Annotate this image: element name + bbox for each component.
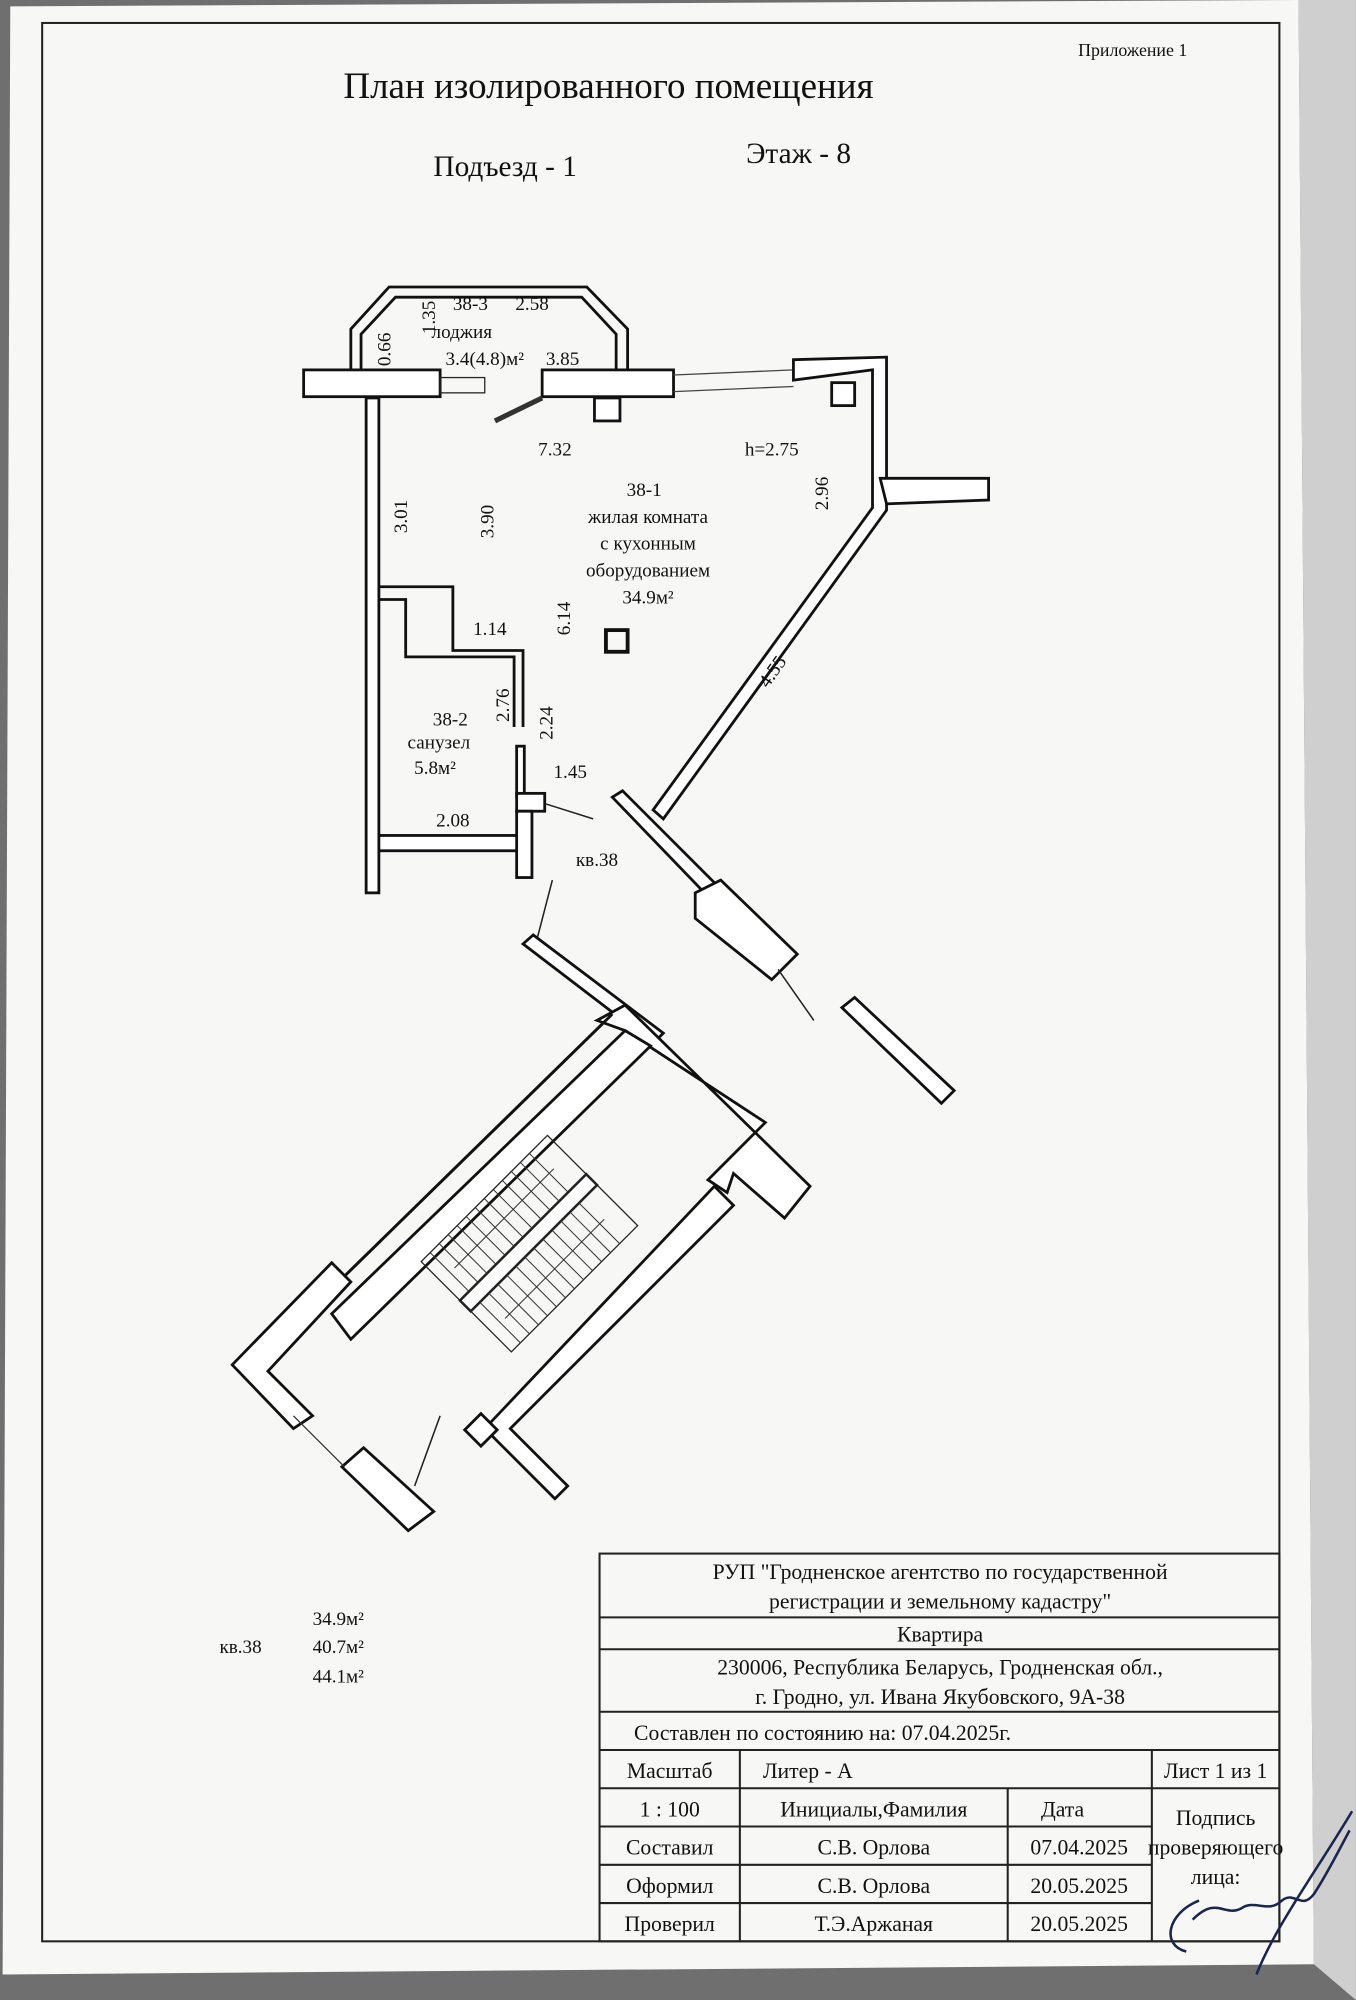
background-paper-edge: [1298, 0, 1356, 2000]
door-swing: [544, 802, 594, 820]
scale-label: Масштаб: [627, 1759, 713, 1783]
wall: [878, 476, 990, 506]
dim-label: 2.58: [515, 294, 548, 315]
dim-label: 1.35: [419, 301, 440, 334]
appendix-label: Приложение 1: [1078, 40, 1187, 60]
sign-date: 20.05.2025: [1030, 1912, 1128, 1936]
role-label: Оформил: [626, 1874, 713, 1898]
summary-apartment: кв.38: [219, 1637, 261, 1658]
dim-label: 2.96: [812, 477, 833, 510]
bathroom-id: 38-2: [433, 710, 468, 731]
bathroom-wall: [378, 585, 525, 728]
bathroom-area: 5.8м²: [414, 758, 456, 779]
document-title: План изолированного помещения: [343, 65, 873, 106]
dim-label: 7.32: [538, 439, 571, 460]
total-area: 40.7м²: [313, 1637, 365, 1658]
role-label: Проверил: [625, 1912, 715, 1936]
sign-date: 20.05.2025: [1030, 1874, 1128, 1898]
state-date: Составлен по состоянию на: 07.04.2025г.: [634, 1721, 1011, 1745]
living-id: 38-1: [627, 480, 662, 501]
dim-label: 2.08: [436, 811, 469, 832]
dim-label: 1.45: [553, 762, 586, 783]
stair-wall: [230, 1260, 353, 1431]
person-name: Т.Э.Аржаная: [815, 1912, 934, 1936]
wall: [302, 368, 442, 399]
sign-date: 07.04.2025: [1030, 1836, 1128, 1860]
name-column-header: Инициалы,Фамилия: [780, 1797, 967, 1821]
total-area-with-loggia: 44.1м²: [313, 1666, 365, 1687]
dim-label: 2.24: [536, 706, 557, 740]
liter: Литер - А: [763, 1759, 853, 1783]
signature-label: лица:: [1191, 1865, 1241, 1889]
loggia-wall-outer: [349, 285, 630, 370]
loggia-id: 38-3: [453, 294, 488, 315]
entrance-label: Подъезд - 1: [433, 151, 577, 183]
role-label: Составил: [626, 1836, 714, 1860]
dim-label: 3.90: [478, 505, 499, 538]
organization-name: РУП "Гродненское агентство по государств…: [713, 1560, 1168, 1584]
date-column-header: Дата: [1041, 1797, 1085, 1821]
area-summary: 34.9м² кв.38 40.7м² 44.1м²: [219, 1609, 364, 1687]
living-name-line: жилая комната: [587, 507, 708, 528]
ceiling-height: h=2.75: [745, 439, 799, 460]
window: [439, 376, 486, 394]
dim-label: 3.85: [546, 349, 579, 370]
handwritten-signature: [1169, 1810, 1354, 1975]
loggia-wall-inner: [359, 295, 618, 370]
signature-label: Подпись: [1176, 1806, 1256, 1830]
signature-label: проверяющего: [1148, 1836, 1284, 1860]
dim-label: 6.14: [554, 601, 575, 635]
stair-wall: [593, 1003, 812, 1221]
living-area: 34.9м²: [622, 587, 674, 608]
wall: [540, 368, 675, 399]
wall: [364, 396, 381, 895]
living-area-total: 34.9м²: [313, 1609, 365, 1630]
organization-name-2: регистрации и земельному кадастру": [769, 1589, 1111, 1613]
column: [604, 628, 630, 654]
bathroom-name: санузел: [408, 733, 471, 754]
wall: [377, 834, 521, 853]
balcony-door: [493, 395, 544, 424]
wall: [839, 995, 957, 1106]
dim-label: 0.66: [374, 333, 395, 366]
loggia-name: лоджия: [432, 322, 493, 343]
address-line: 230006, Республика Беларусь, Гродненская…: [717, 1656, 1163, 1680]
person-name: С.В. Орлова: [817, 1874, 930, 1898]
sheet-number: Лист 1 из 1: [1164, 1759, 1267, 1783]
dim-label: 1.14: [473, 619, 507, 640]
wall: [515, 744, 526, 799]
apartment-label: кв.38: [576, 850, 618, 871]
staircase: [420, 1134, 639, 1353]
scale-value: 1 : 100: [640, 1797, 700, 1821]
window: [673, 369, 794, 376]
dim-label: 2.76: [493, 688, 514, 721]
object-type: Квартира: [897, 1623, 983, 1647]
person-name: С.В. Орлова: [817, 1836, 930, 1860]
living-name-line: с кухонным: [600, 534, 696, 555]
column: [830, 381, 857, 408]
address-line: г. Гродно, ул. Ивана Якубовского, 9А-38: [755, 1685, 1125, 1709]
loggia-area: 3.4(4.8)м²: [446, 349, 525, 370]
column: [593, 396, 622, 423]
wall: [651, 355, 888, 821]
floor-label: Этаж - 8: [746, 138, 851, 170]
living-name-line: оборудованием: [586, 561, 710, 582]
title-block: РУП "Гродненское агентство по государств…: [598, 1552, 1354, 1975]
dim-label: 3.01: [391, 500, 412, 533]
floor-plan: 38-3 2.58 лоджия 3.4(4.8)м² 3.85 0.66 1.…: [230, 285, 990, 1533]
